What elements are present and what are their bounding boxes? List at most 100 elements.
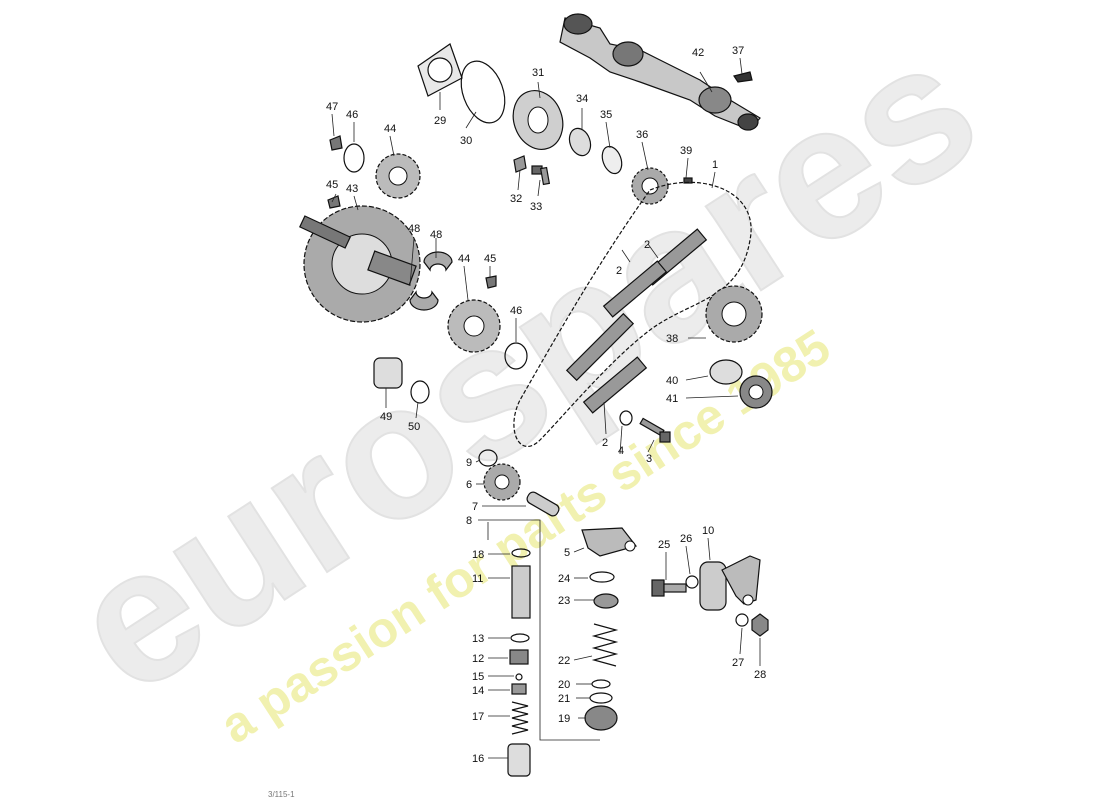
callout-18: 18 xyxy=(472,549,484,561)
callout-10: 10 xyxy=(702,525,714,537)
callout-45a: 45 xyxy=(326,179,338,191)
callout-26: 26 xyxy=(680,533,692,545)
woodruff-key-37 xyxy=(733,71,753,83)
parts xyxy=(299,13,773,777)
callout-34: 34 xyxy=(576,93,588,105)
seal-20 xyxy=(591,679,611,689)
tensioner-housing-5 xyxy=(581,527,638,557)
callout-36: 36 xyxy=(636,129,648,141)
callout-3: 3 xyxy=(646,453,652,465)
callout-16: 16 xyxy=(472,753,484,765)
callout-17: 17 xyxy=(472,711,484,723)
spring-17 xyxy=(511,701,529,735)
key-47 xyxy=(329,135,343,151)
callout-4: 4 xyxy=(618,445,624,457)
callout-47: 47 xyxy=(326,101,338,113)
callout-33: 33 xyxy=(530,201,542,213)
callout-35: 35 xyxy=(600,109,612,121)
callout-43: 43 xyxy=(346,183,358,195)
guide-rail-2c xyxy=(565,312,635,382)
valve-body-12 xyxy=(509,649,529,665)
callout-13: 13 xyxy=(472,633,484,645)
nut-28 xyxy=(751,613,769,637)
callout-32: 32 xyxy=(510,193,522,205)
callout-20: 20 xyxy=(558,679,570,691)
washer-4 xyxy=(619,410,633,426)
callout-50: 50 xyxy=(408,421,420,433)
piston-19 xyxy=(584,705,618,731)
callout-labels: 1 2 2 2 3 4 5 6 7 8 9 10 11 12 13 14 15 … xyxy=(326,45,766,765)
key-45-lower xyxy=(485,275,497,289)
figure-code: 3/115-1 xyxy=(268,790,295,799)
callout-40: 40 xyxy=(666,375,678,387)
guide-rail-2b xyxy=(602,260,668,318)
callout-25: 25 xyxy=(658,539,670,551)
gear-43-shaft xyxy=(299,215,351,249)
callout-48a: 48 xyxy=(408,223,420,235)
guide-rail-2d xyxy=(582,356,648,414)
callout-44a: 44 xyxy=(384,123,396,135)
circlip-46-lower xyxy=(504,342,528,370)
callout-9: 9 xyxy=(466,457,472,469)
bushing-49 xyxy=(373,357,403,389)
callout-39: 39 xyxy=(680,145,692,157)
spring-22 xyxy=(591,623,619,667)
callout-29: 29 xyxy=(434,115,446,127)
seal-18 xyxy=(511,548,531,558)
callout-42: 42 xyxy=(692,47,704,59)
piston-11 xyxy=(511,565,531,619)
circlip-46-upper xyxy=(343,143,365,173)
tensioner-arm-10 xyxy=(699,555,761,611)
callout-24: 24 xyxy=(558,573,570,585)
callout-19: 19 xyxy=(558,713,570,725)
callout-1: 1 xyxy=(712,159,718,171)
lock-plate-32 xyxy=(513,155,527,173)
washer-35 xyxy=(601,145,623,175)
timing-chain xyxy=(513,181,752,447)
callout-31: 31 xyxy=(532,67,544,79)
callout-6: 6 xyxy=(466,479,472,491)
circlip-50 xyxy=(410,380,430,404)
callout-46a: 46 xyxy=(346,109,358,121)
seal-13 xyxy=(510,633,530,643)
callout-23: 23 xyxy=(558,595,570,607)
leader-lines xyxy=(331,57,761,759)
washer-27 xyxy=(735,613,749,627)
callout-49: 49 xyxy=(380,411,392,423)
camshaft xyxy=(559,13,761,131)
bolt-25 xyxy=(651,579,687,597)
callout-7: 7 xyxy=(472,501,478,513)
callout-15: 15 xyxy=(472,671,484,683)
pin-39 xyxy=(683,177,693,184)
circlip-24 xyxy=(589,571,615,583)
cup-23 xyxy=(593,593,619,609)
callout-38: 38 xyxy=(666,333,678,345)
ball-15 xyxy=(515,673,523,681)
callout-46b: 46 xyxy=(510,305,522,317)
callout-22: 22 xyxy=(558,655,570,667)
callout-21: 21 xyxy=(558,693,570,705)
washer-40 xyxy=(709,359,743,385)
callout-48b: 48 xyxy=(430,229,442,241)
callout-27: 27 xyxy=(732,657,744,669)
callout-41: 41 xyxy=(666,393,678,405)
seat-14 xyxy=(511,683,527,695)
callout-44b: 44 xyxy=(458,253,470,265)
cap-16 xyxy=(507,743,531,777)
callout-28: 28 xyxy=(754,669,766,681)
bearing-shell-48-upper xyxy=(423,251,453,272)
callout-37: 37 xyxy=(732,45,744,57)
washer-21 xyxy=(589,692,613,704)
washer-26 xyxy=(685,575,699,589)
bolt-3 xyxy=(639,417,671,443)
callout-12: 12 xyxy=(472,653,484,665)
callout-14: 14 xyxy=(472,685,484,697)
callout-2a: 2 xyxy=(644,239,650,251)
bolt-33 xyxy=(531,165,551,186)
pin-7 xyxy=(526,491,560,517)
bearing-shell-48-lower xyxy=(409,290,439,311)
circlip-9 xyxy=(478,449,498,467)
washer-34 xyxy=(568,127,592,157)
callout-5: 5 xyxy=(564,547,570,559)
